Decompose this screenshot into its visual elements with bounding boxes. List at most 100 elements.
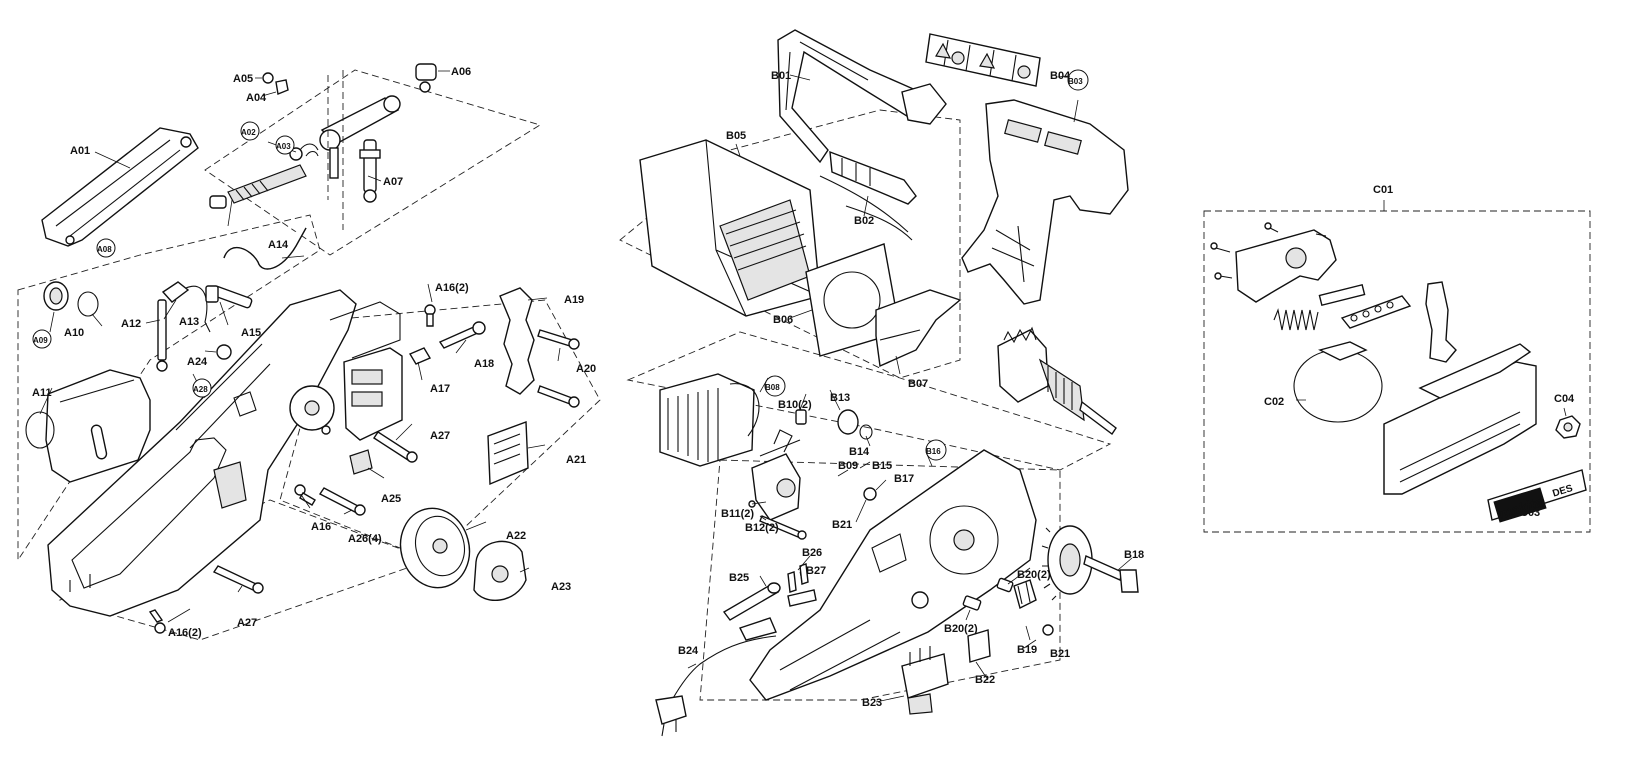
label-b23: B23 [862,697,882,709]
label-b18: B18 [1124,549,1144,561]
part-b09-brush-holder [751,409,807,521]
label-a03-circle [275,135,295,155]
part-b24-power-cord [655,617,777,737]
label-a16-mid: A16 [311,521,331,533]
label-c04: C04 [1554,393,1575,405]
label-b16: B16 [926,447,941,456]
label-a12: A12 [121,318,141,330]
part-b16-gear-housing [749,449,1037,701]
part-b07-deflector [875,289,962,368]
label-b03: B03 [1068,77,1083,86]
labels-group-a: A01 A02 A03 A04 A05 A06 A07 A08 A09 A10 … [32,66,596,639]
part-a21-plate [487,421,529,486]
label-b08: B08 [765,383,780,392]
label-b11: B11(2) [721,508,754,520]
label-b21-right: B21 [1050,648,1070,660]
part-b11-b12-screws [748,500,807,540]
part-c04-nut [1555,415,1581,439]
label-a27-lower: A27 [237,617,257,629]
label-a08-circle [96,238,116,258]
label-c02: C02 [1264,396,1284,408]
label-b15: B15 [872,460,892,472]
label-a03: A03 [276,142,291,151]
label-b08-circle [764,375,786,397]
label-b27: B27 [806,565,826,577]
group-a [17,63,601,641]
part-b20-pins [962,577,1014,611]
label-b05: B05 [726,130,746,142]
part-stator-coil [659,373,760,467]
part-a10-ring [77,291,99,317]
part-gear-block [329,301,403,475]
part-b21-washer-a [863,487,877,501]
part-b25-tube [722,582,781,621]
label-a10: A10 [64,327,84,339]
part-c02-brake-band [1293,341,1383,423]
label-b26: B26 [802,547,822,559]
part-a26-bolt [318,487,366,516]
b-frame-middle [626,331,1112,471]
b-frame-base [699,459,1061,701]
label-b22: B22 [975,674,995,686]
part-a12-a13-oil-pipe [156,281,211,372]
label-a22: A22 [506,530,526,542]
label-a15: A15 [241,327,261,339]
part-b02-grip [819,150,917,241]
part-b21-washer-b [1042,624,1054,636]
part-b26-b27-screws [787,563,817,607]
part-a27-bolt-upper [373,431,418,463]
part-a18-bolt [438,321,486,349]
label-b19: B19 [1017,644,1037,656]
label-a25: A25 [381,493,401,505]
label-a01: A01 [70,145,90,157]
part-main-housing [47,289,357,617]
label-a24: A24 [187,356,208,368]
label-b03-circle [1067,69,1089,91]
label-a18: A18 [474,358,494,370]
label-a23: A23 [551,581,571,593]
label-a02-circle [240,121,260,141]
part-pump-body [289,95,401,161]
label-a17: A17 [430,383,450,395]
part-b22-b23-switch [901,629,991,715]
part-b13-bearing [837,409,859,435]
label-b20-left: B20(2) [944,623,978,635]
label-a16-top: A16(2) [435,282,469,294]
part-b19-pinion [1013,579,1037,610]
label-b02: B02 [854,215,874,227]
part-a17-cap [408,347,432,365]
label-a13: A13 [179,316,199,328]
label-a04: A04 [246,92,267,104]
label-b12: B12(2) [745,522,779,534]
b-frame-top [619,109,961,379]
label-a06: A06 [451,66,471,78]
part-a24-nut [216,344,232,360]
label-a19: A19 [564,294,584,306]
group-b [619,29,1139,737]
part-a15-bolt [205,285,253,309]
c-frame [1203,210,1591,533]
label-b24: B24 [678,645,699,657]
part-a09-seal [43,281,69,311]
part-c-spring [1273,308,1319,331]
label-a05: A05 [233,73,253,85]
a-frame-left [17,214,321,562]
part-a07-valve [327,70,381,230]
label-b20-right: B20(2) [1017,569,1051,581]
part-b04-warning-labels [925,33,1041,87]
part-b18-gear [1041,525,1139,601]
part-a03-spring-shaft [209,164,307,209]
b-leader-lines [687,74,1133,703]
label-a28-circle [192,378,212,398]
label-b06: B06 [773,314,793,326]
part-c-plate [1318,283,1366,307]
label-b04: B04 [1050,70,1071,82]
label-b07: B07 [908,378,928,390]
label-a07: A07 [383,176,403,188]
label-b10: B10(2) [778,399,812,411]
part-a04-a05-clip [262,72,289,95]
part-c-chain [1340,295,1412,329]
label-a08: A08 [97,245,112,254]
part-b03-guard [961,99,1129,305]
